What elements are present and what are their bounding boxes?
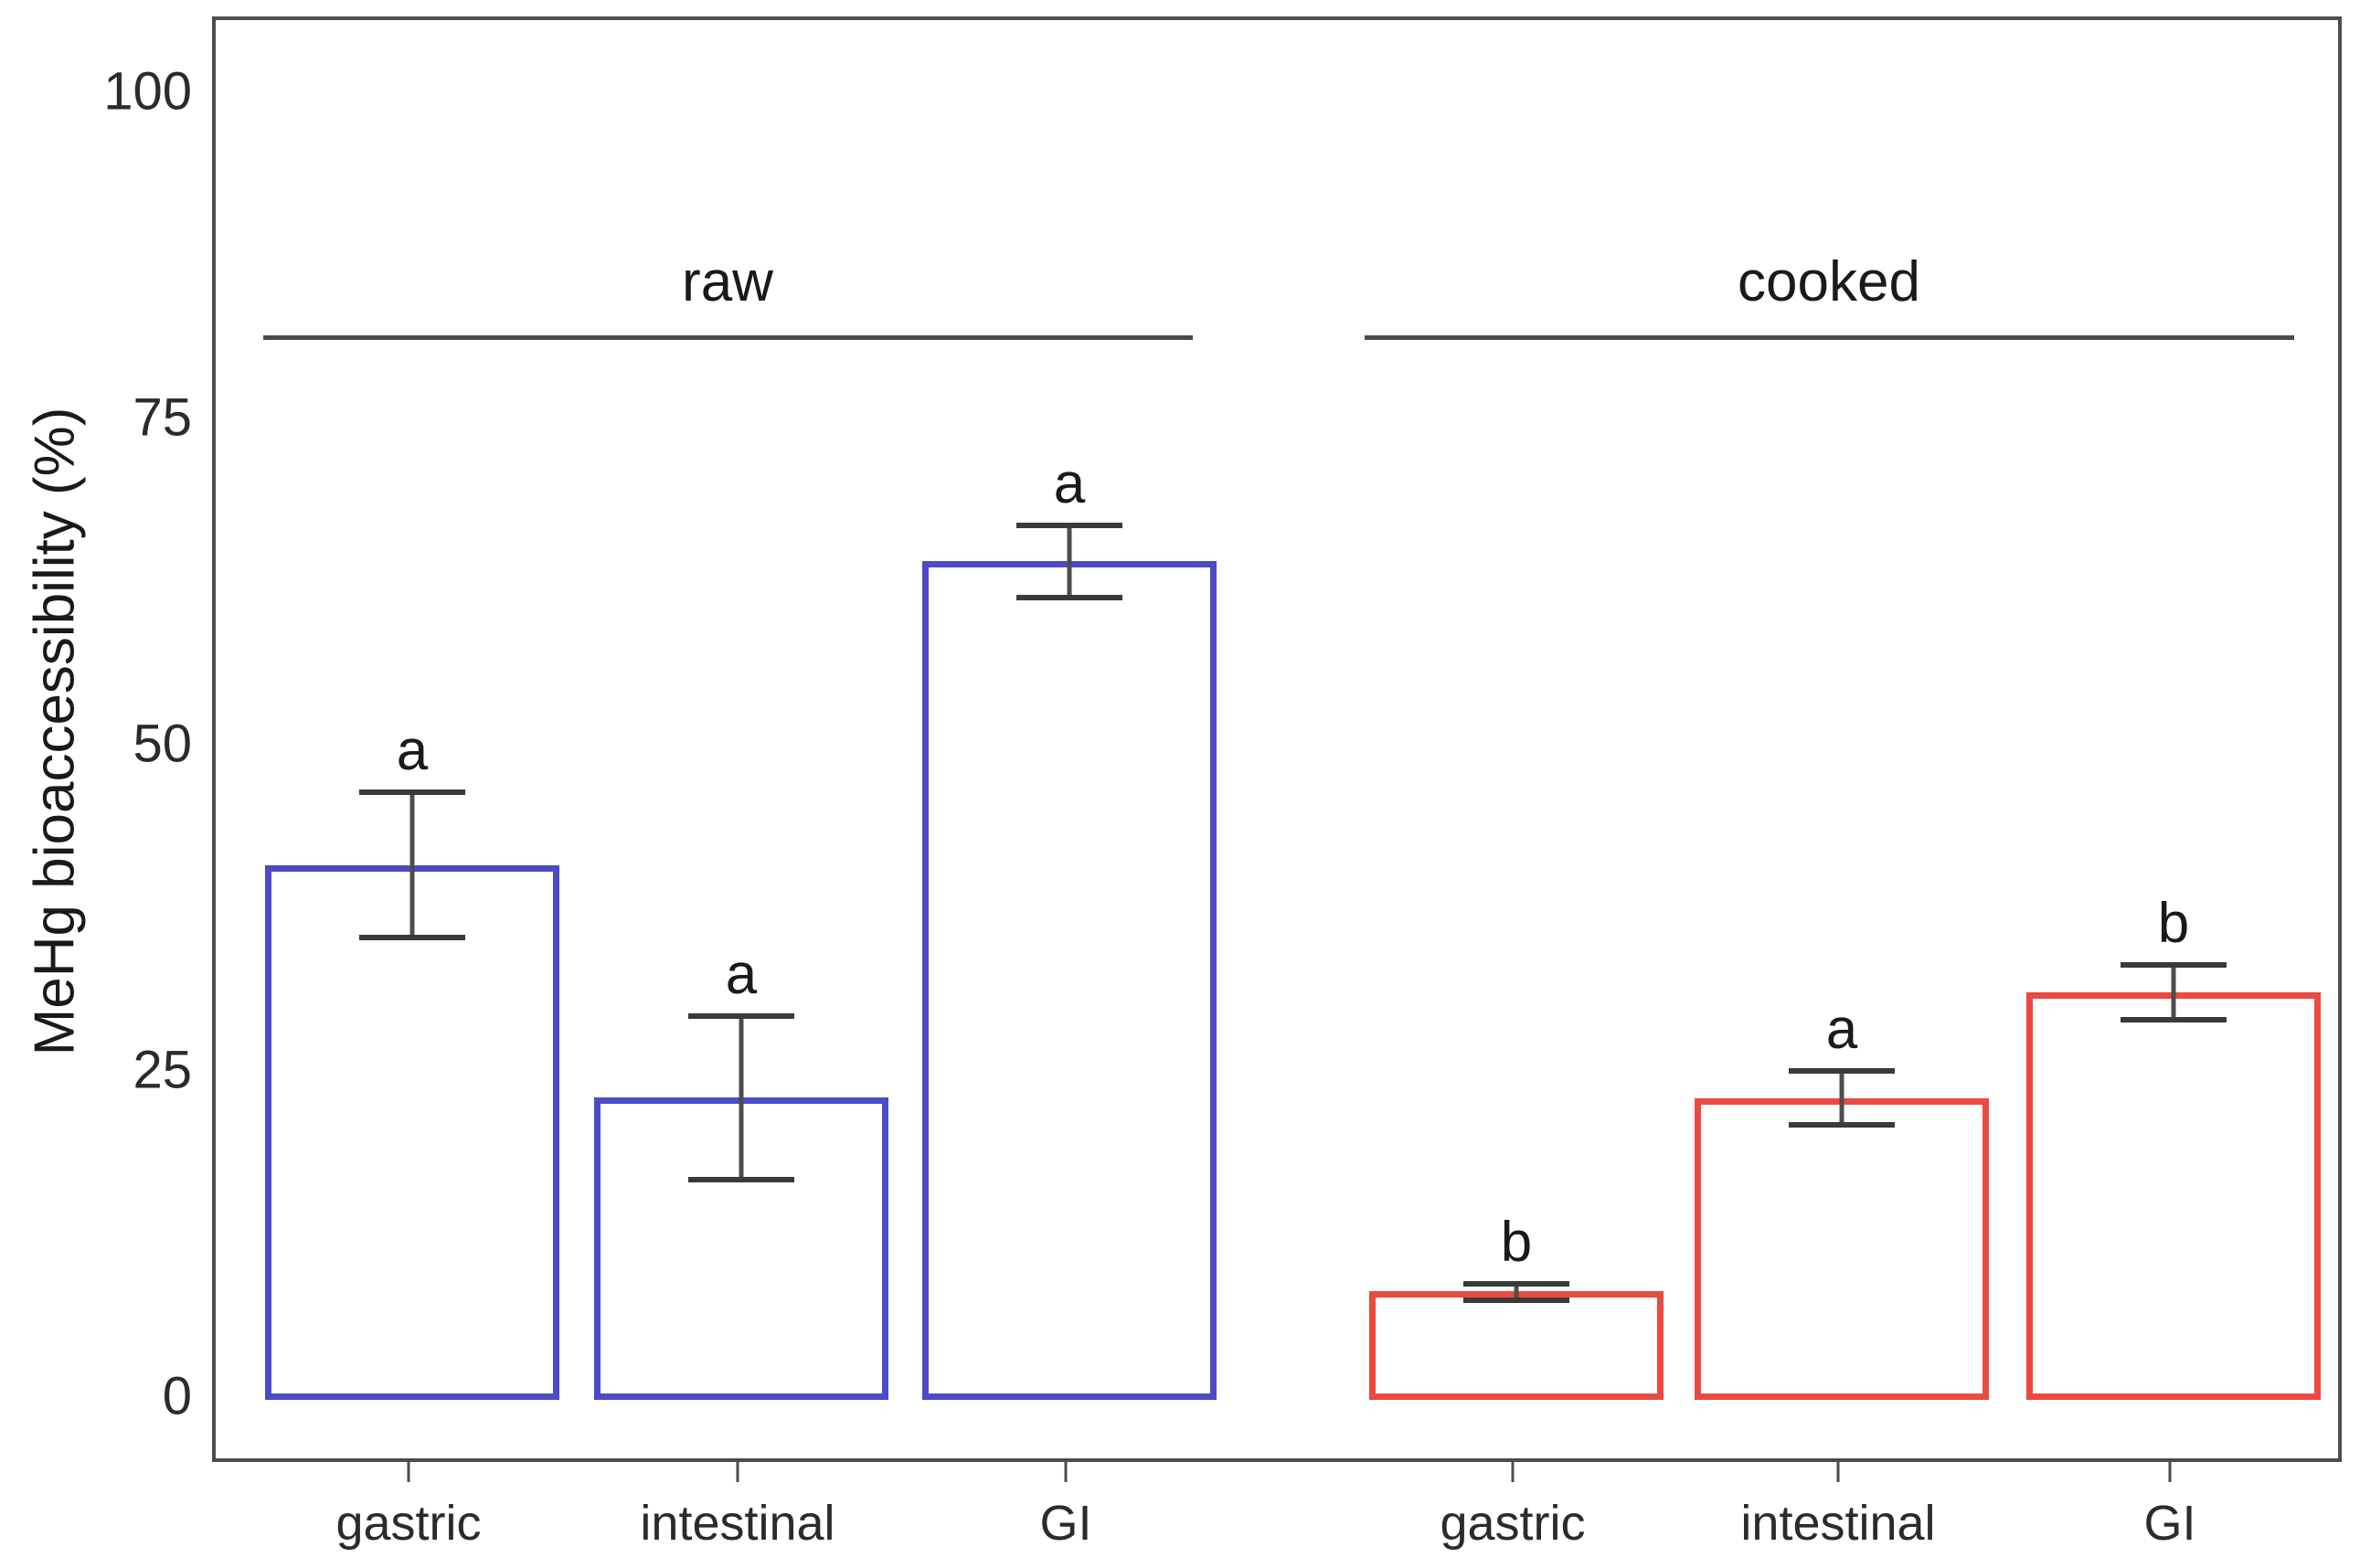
plot-panel: a a a b a b [212,16,2342,1462]
bar-baseline-cooked-gi [2026,1393,2321,1400]
bar-cooked-intestinal [1695,1098,1989,1400]
errorbar-cap-upper-cooked-intestinal [1789,1068,1895,1075]
significance-letter-raw-gi: a [1053,452,1086,516]
y-tick-label-100: 100 [103,61,192,122]
errorbar-cap-upper-raw-intestinal [688,1013,794,1020]
errorbar-cap-lower-raw-intestinal [688,1176,794,1182]
errorbar-stem-cooked-intestinal [1839,1071,1844,1125]
errorbar-cap-upper-raw-gi [1016,523,1122,529]
errorbar-stem-cooked-gi [2171,965,2176,1021]
errorbar-cap-lower-raw-gastric [359,935,465,941]
x-tick-label-cooked-gi: GI [2143,1496,2196,1551]
x-tick-mark-raw-gastric [407,1462,410,1482]
group-label-cooked: cooked [1738,250,1920,313]
errorbar-cap-upper-cooked-gi [2121,962,2227,969]
errorbar-stem-raw-gi [1067,525,1072,598]
x-tick-label-cooked-gastric: gastric [1440,1496,1586,1551]
x-tick-label-cooked-intestinal: intestinal [1740,1496,1936,1551]
group-label-raw: raw [682,250,773,313]
x-tick-mark-raw-gi [1064,1462,1068,1482]
bar-baseline-cooked-intestinal [1695,1393,1989,1400]
group-rule-raw [263,335,1193,340]
bar-baseline-raw-intestinal [594,1393,888,1400]
significance-letter-cooked-intestinal: a [1825,998,1858,1062]
bar-cooked-gastric [1369,1291,1664,1400]
significance-letter-cooked-gi: b [2157,892,2190,956]
x-tick-mark-cooked-gastric [1511,1462,1515,1482]
x-tick-label-raw-intestinal: intestinal [640,1496,835,1551]
y-tick-label-50: 50 [133,714,192,774]
y-axis-ticks: 100 75 50 25 0 [37,0,250,1568]
errorbar-cap-upper-cooked-gastric [1463,1280,1569,1287]
errorbar-stem-raw-intestinal [739,1016,744,1180]
plot-area: a a a b a b [216,20,2338,1458]
y-tick-label-25: 25 [133,1040,192,1100]
x-tick-label-raw-gastric: gastric [335,1496,482,1551]
errorbar-stem-cooked-gastric [1514,1283,1519,1301]
errorbar-stem-raw-gastric [409,791,415,938]
significance-letter-raw-intestinal: a [725,943,758,1007]
bar-raw-gastric [265,864,559,1400]
errorbar-cap-upper-raw-gastric [359,789,465,795]
bar-raw-gi [922,560,1217,1400]
bar-baseline-raw-gastric [265,1393,559,1400]
x-tick-mark-cooked-gi [2168,1462,2172,1482]
group-rule-cooked [1365,335,2294,340]
y-tick-label-75: 75 [133,387,192,448]
bar-cooked-gi [2026,992,2321,1400]
significance-letter-raw-gastric: a [396,718,429,782]
errorbar-cap-lower-raw-gi [1016,594,1122,600]
x-tick-mark-raw-intestinal [736,1462,739,1482]
y-tick-label-0: 0 [162,1366,192,1426]
x-tick-mark-cooked-intestinal [1836,1462,1840,1482]
x-tick-label-raw-gi: GI [1039,1496,1092,1551]
bar-baseline-cooked-gastric [1369,1393,1664,1400]
errorbar-cap-lower-cooked-gastric [1463,1298,1569,1304]
significance-letter-cooked-gastric: b [1500,1210,1533,1274]
errorbar-cap-lower-cooked-intestinal [1789,1121,1895,1128]
bar-baseline-raw-gi [922,1393,1217,1400]
errorbar-cap-lower-cooked-gi [2121,1017,2227,1023]
